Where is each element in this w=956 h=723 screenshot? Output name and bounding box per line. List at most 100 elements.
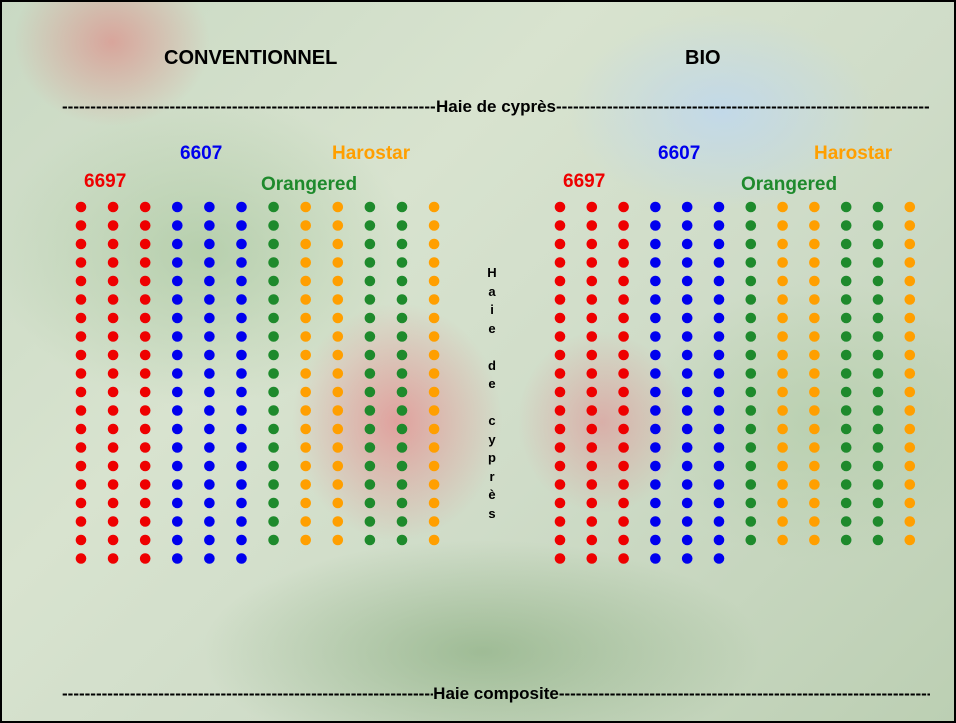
tree-dot-orangered-bio xyxy=(745,497,757,509)
tree-dot-orangered-conventionnel xyxy=(364,368,376,379)
tree-dot-v6607-conventionnel xyxy=(204,220,215,231)
tree-dot-v6607-conventionnel xyxy=(204,442,215,453)
tree-dot-harostar-bio xyxy=(777,497,788,509)
tree-dot-harostar-bio xyxy=(777,220,788,231)
tree-dot-harostar-conventionnel xyxy=(300,479,312,490)
tree-dot-v6697-conventionnel xyxy=(75,479,87,490)
tree-dot-harostar-conventionnel xyxy=(332,534,344,546)
tree-dot-v6607-conventionnel xyxy=(204,368,215,379)
tree-dot-v6607-conventionnel xyxy=(204,331,215,342)
tree-dot-orangered-bio xyxy=(745,516,757,527)
tree-dot-harostar-bio xyxy=(904,257,916,268)
tree-dot-orangered-conventionnel xyxy=(364,442,376,453)
tree-dot-v6697-conventionnel xyxy=(107,275,119,287)
tree-dot-v6697-conventionnel xyxy=(107,386,119,398)
tree-dot-v6697-conventionnel xyxy=(75,312,87,324)
tree-dot-harostar-bio xyxy=(777,442,788,453)
tree-dot-orangered-bio xyxy=(872,201,884,213)
tree-dot-orangered-conventionnel xyxy=(364,386,376,398)
tree-dot-v6607-conventionnel xyxy=(236,479,247,490)
tree-dot-v6607-conventionnel xyxy=(236,405,247,416)
tree-dot-orangered-bio xyxy=(745,331,757,342)
tree-dot-harostar-conventionnel xyxy=(300,220,312,231)
tree-dot-v6607-bio xyxy=(681,349,693,361)
tree-dot-harostar-bio xyxy=(777,275,788,287)
tree-dot-harostar-conventionnel xyxy=(428,294,440,305)
tree-dot-harostar-bio xyxy=(777,257,788,268)
tree-dot-v6697-conventionnel xyxy=(107,349,119,361)
label-orangered-bio: Orangered xyxy=(741,174,838,195)
tree-dot-orangered-bio xyxy=(840,331,852,342)
tree-dot-orangered-bio xyxy=(745,534,757,546)
tree-dot-orangered-conventionnel xyxy=(268,201,279,213)
tree-dot-v6697-conventionnel xyxy=(139,442,151,453)
tree-dot-v6607-bio xyxy=(681,275,693,287)
tree-dot-v6697-conventionnel xyxy=(75,497,87,509)
tree-dot-orangered-conventionnel xyxy=(268,405,279,416)
tree-dot-orangered-conventionnel xyxy=(364,534,376,546)
tree-dot-v6607-conventionnel xyxy=(172,442,183,453)
tree-dot-v6697-conventionnel xyxy=(75,349,87,361)
tree-dot-orangered-bio xyxy=(872,220,884,231)
tree-dot-v6697-conventionnel xyxy=(139,460,151,472)
tree-dot-orangered-bio xyxy=(840,442,852,453)
tree-dot-v6607-conventionnel xyxy=(236,349,247,361)
label-harostar-conventionnel: Harostar xyxy=(332,143,411,164)
tree-dot-v6697-bio xyxy=(586,331,598,342)
tree-dot-v6697-bio xyxy=(586,238,598,250)
tree-dot-v6607-bio xyxy=(650,460,661,472)
tree-dot-v6607-conventionnel xyxy=(236,257,247,268)
tree-dot-v6697-bio xyxy=(586,275,598,287)
tree-dot-harostar-conventionnel xyxy=(428,442,440,453)
tree-dot-harostar-bio xyxy=(777,479,788,490)
tree-dot-v6607-bio xyxy=(713,386,725,398)
tree-dot-v6697-bio xyxy=(586,516,598,527)
tree-dot-v6697-conventionnel xyxy=(75,460,87,472)
tree-dot-harostar-bio xyxy=(904,460,916,472)
tree-dot-v6607-conventionnel xyxy=(236,201,247,213)
tree-dot-orangered-bio xyxy=(840,368,852,379)
middle-hedge-letter: d xyxy=(488,357,496,373)
bottom-hedge-label: Haie composite xyxy=(433,684,559,703)
tree-dot-v6607-conventionnel xyxy=(204,238,215,250)
tree-dot-orangered-conventionnel xyxy=(268,294,279,305)
tree-dot-v6697-bio xyxy=(618,349,629,361)
tree-dot-harostar-conventionnel xyxy=(428,220,440,231)
tree-dot-v6607-conventionnel xyxy=(236,220,247,231)
tree-dot-harostar-conventionnel xyxy=(428,331,440,342)
tree-dot-harostar-bio xyxy=(904,497,916,509)
tree-dot-orangered-conventionnel xyxy=(364,423,376,435)
tree-dot-harostar-bio xyxy=(777,294,788,305)
tree-dot-harostar-bio xyxy=(777,386,788,398)
tree-dot-harostar-conventionnel xyxy=(428,460,440,472)
tree-dot-v6607-bio xyxy=(650,349,661,361)
tree-dot-orangered-bio xyxy=(745,349,757,361)
tree-dot-orangered-conventionnel xyxy=(268,331,279,342)
tree-dot-v6607-bio xyxy=(681,220,693,231)
tree-dot-v6697-conventionnel xyxy=(107,238,119,250)
tree-dot-v6607-conventionnel xyxy=(172,349,183,361)
tree-dot-harostar-conventionnel xyxy=(332,405,344,416)
tree-dot-v6697-bio xyxy=(554,331,566,342)
tree-dot-harostar-bio xyxy=(777,349,788,361)
tree-dot-orangered-conventionnel xyxy=(268,275,279,287)
tree-dot-harostar-conventionnel xyxy=(300,516,312,527)
tree-dot-v6697-conventionnel xyxy=(75,553,87,564)
tree-dot-v6697-conventionnel xyxy=(139,479,151,490)
tree-dot-harostar-bio xyxy=(809,349,820,361)
tree-dot-v6697-conventionnel xyxy=(75,331,87,342)
tree-dot-v6607-conventionnel xyxy=(236,516,247,527)
tree-dot-harostar-bio xyxy=(777,460,788,472)
tree-dot-harostar-conventionnel xyxy=(428,312,440,324)
tree-dot-v6607-bio xyxy=(713,201,725,213)
tree-dot-v6607-conventionnel xyxy=(204,405,215,416)
tree-dot-orangered-bio xyxy=(745,220,757,231)
tree-dot-v6697-bio xyxy=(586,349,598,361)
tree-dot-v6697-bio xyxy=(586,460,598,472)
tree-dot-orangered-bio xyxy=(872,423,884,435)
tree-dot-harostar-conventionnel xyxy=(300,405,312,416)
tree-dot-harostar-bio xyxy=(809,238,820,250)
tree-dot-orangered-conventionnel xyxy=(364,275,376,287)
tree-dot-orangered-conventionnel xyxy=(268,479,279,490)
tree-dot-v6607-bio xyxy=(681,516,693,527)
